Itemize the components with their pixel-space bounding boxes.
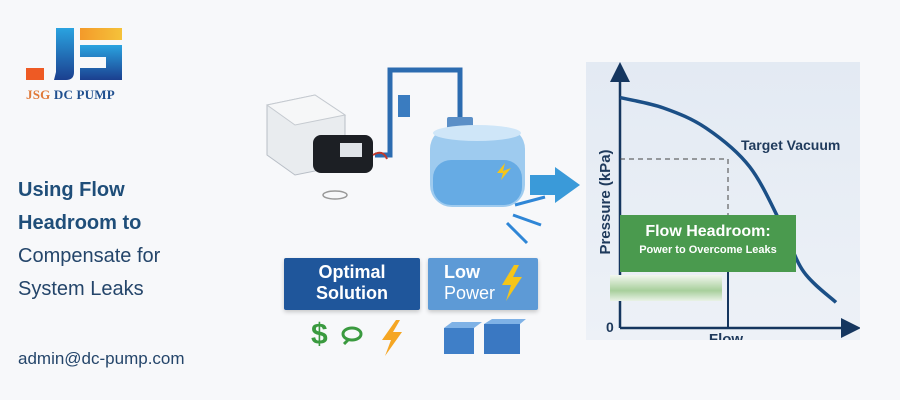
flow-headroom-box: Flow Headroom: Power to Overcome Leaks [620, 215, 796, 272]
headroom-title: Flow Headroom: [645, 223, 771, 240]
low-line2: Power [444, 283, 496, 303]
logo-text: JSG DC PUMP [26, 87, 115, 103]
lightning-icon-2 [382, 320, 402, 356]
pump-icon [265, 94, 388, 200]
optimal-line2: Solution [316, 283, 388, 303]
headline-line4: System Leaks [18, 278, 144, 300]
leak-spark-icon [497, 163, 511, 180]
headline-line1: Using Flow [18, 179, 125, 201]
brand-dc-pump: DC PUMP [53, 87, 115, 102]
tube-connector [398, 95, 410, 117]
headline-line3: Compensate for [18, 245, 161, 267]
arrow-right-icon [530, 167, 580, 203]
optimal-solution-badge: Optimal Solution [284, 258, 420, 310]
headline: Using Flow Headroom to Compensate for Sy… [18, 174, 160, 306]
logo-mark [26, 28, 122, 80]
pump-illustration [265, 67, 580, 245]
low-power-badge: Low Power [428, 258, 538, 310]
optimal-line1: Optimal [318, 262, 386, 282]
headroom-fill [610, 275, 722, 301]
low-line1: Low [444, 262, 480, 282]
x-origin-label: 0 [606, 319, 614, 335]
headroom-subtitle: Power to Overcome Leaks [639, 244, 777, 256]
x-axis-label: Flow [709, 331, 743, 340]
pump-curve-line [619, 95, 838, 304]
dollar-icon: $ [311, 318, 328, 351]
brand-jsg: JSG [26, 87, 51, 102]
chart-canvas: 0 Flow Pressure (kPa) Target Vacuum [597, 62, 860, 340]
headline-line2: Headroom to [18, 212, 142, 234]
vacuum-tank-icon [430, 117, 525, 207]
contact-email[interactable]: admin@dc-pump.com [18, 349, 185, 368]
cubes-icon [444, 319, 526, 354]
lightning-icon [502, 265, 522, 301]
leak-arrows-icon [505, 195, 546, 245]
y-axis-label: Pressure (kPa) [597, 149, 614, 254]
target-vacuum-label: Target Vacuum [741, 137, 840, 153]
leaf-icon [341, 326, 363, 345]
